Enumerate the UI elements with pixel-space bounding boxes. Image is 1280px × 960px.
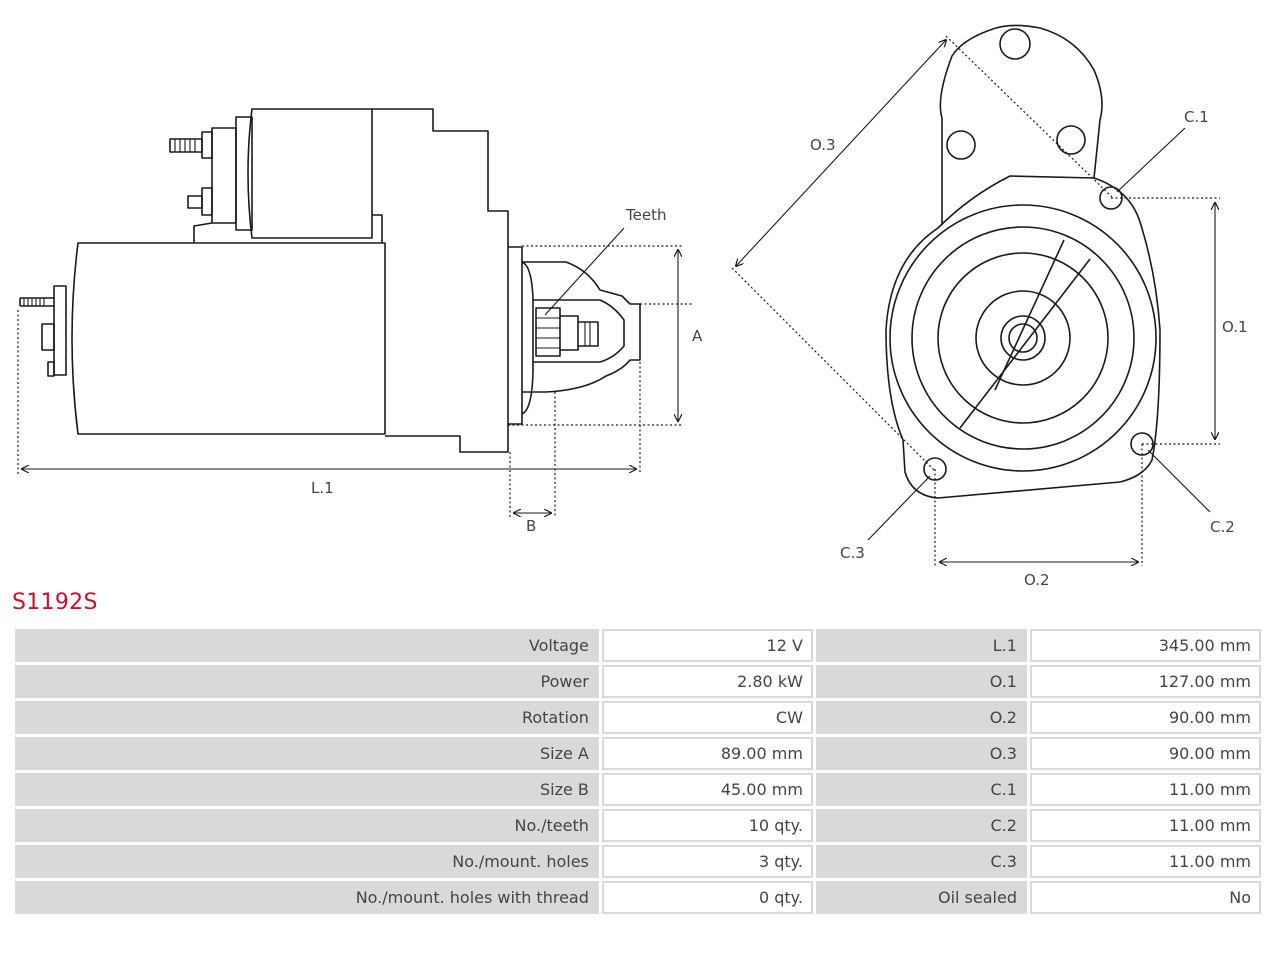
spec-label: No./mount. holes bbox=[15, 845, 599, 878]
spec-value: 11.00 mm bbox=[1029, 809, 1261, 842]
spec-label: L.1 bbox=[815, 629, 1027, 662]
spec-value: 90.00 mm bbox=[1029, 737, 1261, 770]
dim-o3-label: O.3 bbox=[810, 136, 836, 154]
front-view: O.3 O.1 O.2 C.1 C.2 C.3 bbox=[731, 24, 1248, 589]
spec-value: 0 qty. bbox=[601, 881, 813, 914]
dim-a-label: A bbox=[692, 327, 703, 345]
spec-value: No bbox=[1029, 881, 1261, 914]
spec-label: O.3 bbox=[815, 737, 1027, 770]
spec-value: 2.80 kW bbox=[601, 665, 813, 698]
spec-label: O.1 bbox=[815, 665, 1027, 698]
spec-label: O.2 bbox=[815, 701, 1027, 734]
spec-label: Size A bbox=[15, 737, 599, 770]
spec-value: 89.00 mm bbox=[601, 737, 813, 770]
spec-label: Size B bbox=[15, 773, 599, 806]
spec-label: Voltage bbox=[15, 629, 599, 662]
side-view: Teeth A L.1 B bbox=[17, 108, 703, 535]
c2-label: C.2 bbox=[1210, 518, 1235, 536]
teeth-label: Teeth bbox=[625, 206, 666, 224]
spec-label: C.2 bbox=[815, 809, 1027, 842]
spec-value: 127.00 mm bbox=[1029, 665, 1261, 698]
spec-value: 90.00 mm bbox=[1029, 701, 1261, 734]
dim-o2-label: O.2 bbox=[1024, 571, 1050, 589]
starter-motor-diagram: Teeth A L.1 B bbox=[17, 24, 1248, 589]
spec-label: Oil sealed bbox=[815, 881, 1027, 914]
spec-value: 11.00 mm bbox=[1029, 773, 1261, 806]
c1-label: C.1 bbox=[1184, 108, 1209, 126]
dim-l1-label: L.1 bbox=[311, 479, 334, 497]
spec-label: C.1 bbox=[815, 773, 1027, 806]
spec-value: 11.00 mm bbox=[1029, 845, 1261, 878]
spec-label: Rotation bbox=[15, 701, 599, 734]
spec-value: 3 qty. bbox=[601, 845, 813, 878]
spec-label: No./mount. holes with thread bbox=[15, 881, 599, 914]
dim-o1-label: O.1 bbox=[1222, 318, 1248, 336]
c3-label: C.3 bbox=[840, 544, 865, 562]
spec-label: Power bbox=[15, 665, 599, 698]
spec-value: 10 qty. bbox=[601, 809, 813, 842]
spec-value: 345.00 mm bbox=[1029, 629, 1261, 662]
product-code: S1192S bbox=[12, 590, 98, 615]
dim-b-label: B bbox=[526, 517, 536, 535]
spec-label: C.3 bbox=[815, 845, 1027, 878]
spec-value: CW bbox=[601, 701, 813, 734]
spec-value: 12 V bbox=[601, 629, 813, 662]
spec-label: No./teeth bbox=[15, 809, 599, 842]
spec-value: 45.00 mm bbox=[601, 773, 813, 806]
